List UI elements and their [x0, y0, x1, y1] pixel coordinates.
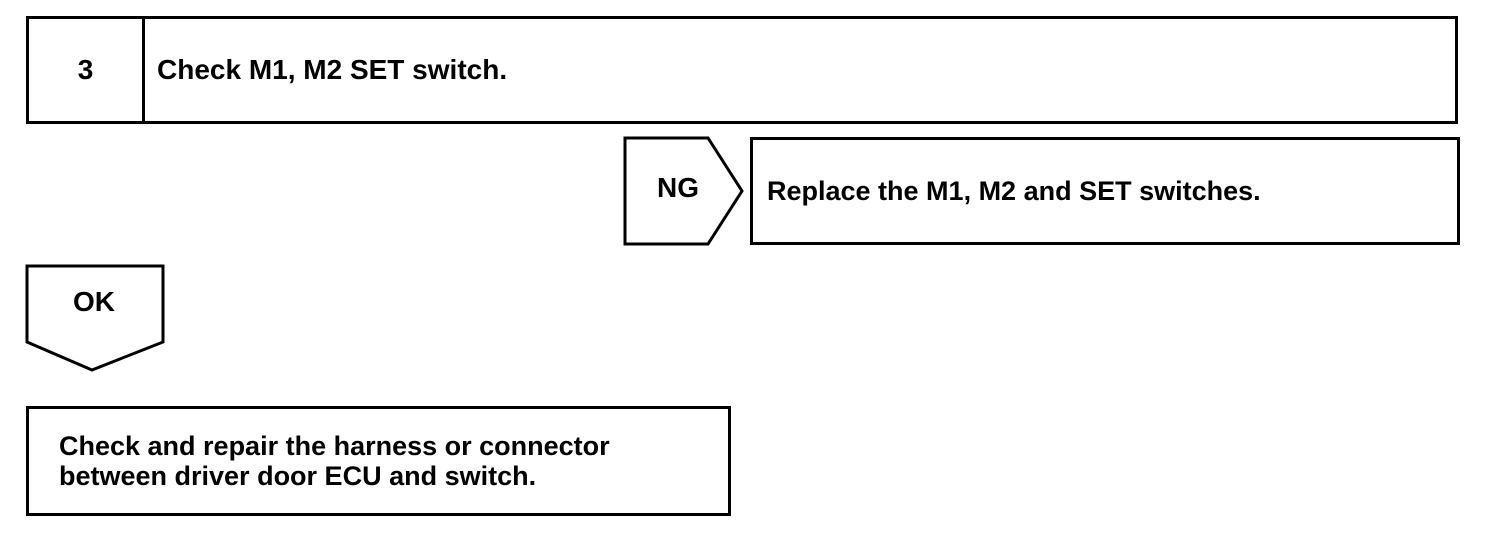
ok-label: OK: [73, 286, 115, 317]
ng-result-text: Replace the M1, M2 and SET switches.: [767, 175, 1261, 206]
ok-result-box: Check and repair the harness or connecto…: [26, 406, 731, 516]
step-title: Check M1, M2 SET switch.: [157, 54, 508, 85]
ng-result-box: Replace the M1, M2 and SET switches.: [750, 137, 1460, 245]
ng-arrow-shape: [623, 136, 744, 246]
ok-arrow-shape: [25, 264, 165, 372]
ng-label: NG: [657, 172, 699, 203]
step-number: 3: [29, 19, 145, 121]
ok-result-line-1: Check and repair the harness or connecto…: [59, 431, 610, 461]
step-box: 3 Check M1, M2 SET switch.: [26, 16, 1458, 124]
ok-result-line-2: between driver door ECU and switch.: [59, 461, 537, 491]
